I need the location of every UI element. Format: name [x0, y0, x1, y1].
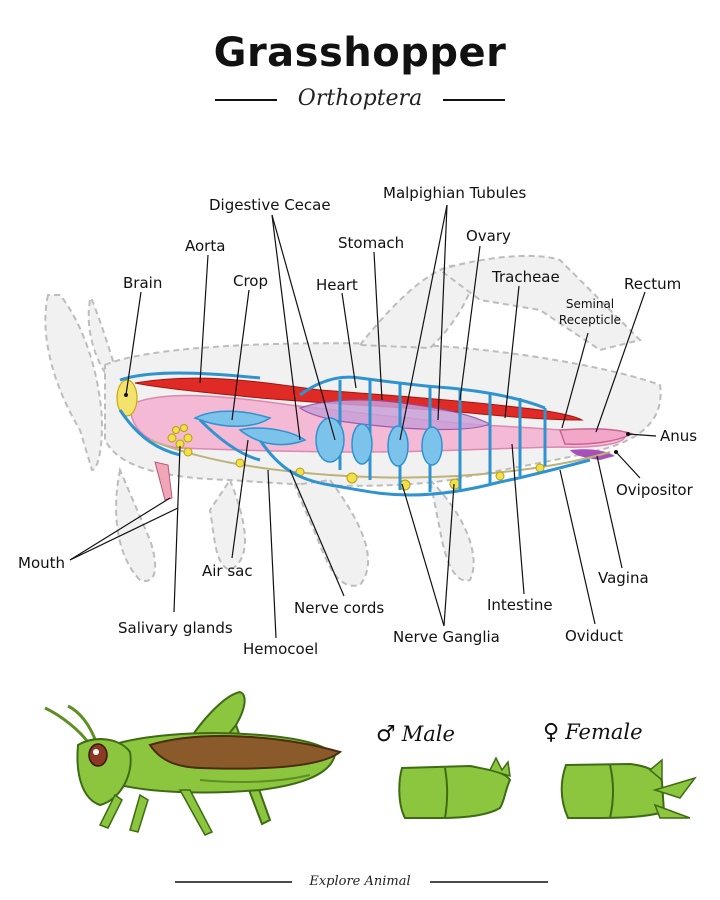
label-seminal-recepticle: Seminal Recepticle: [550, 296, 630, 328]
female-label: ♀Female: [543, 720, 643, 745]
label-tracheae: Tracheae: [492, 268, 560, 286]
nerve-cord: [149, 439, 611, 479]
label-malpighian-tubules: Malpighian Tubules: [383, 184, 527, 202]
subtitle-rule-right: [443, 99, 505, 101]
salivary-glands: [167, 424, 193, 449]
female-label-text: Female: [565, 720, 643, 744]
male-abdomen-illustration: [398, 756, 512, 819]
page-subtitle: Orthoptera: [297, 86, 423, 111]
label-hemocoel: Hemocoel: [243, 640, 319, 658]
male-label-text: Male: [401, 722, 455, 746]
page-title: Grasshopper: [213, 30, 507, 76]
label-seminal-line2: Recepticle: [558, 313, 622, 328]
male-label: ♂Male: [376, 722, 455, 747]
label-air-sac: Air sac: [202, 562, 253, 580]
grasshopper-illustration: [44, 690, 343, 836]
label-stomach: Stomach: [338, 234, 405, 252]
leader-dots: [124, 393, 630, 454]
label-brain: Brain: [123, 274, 163, 292]
label-vagina: Vagina: [598, 569, 649, 587]
leader-lines: [69, 204, 657, 639]
label-ovary: Ovary: [466, 227, 511, 245]
label-heart: Heart: [316, 276, 358, 294]
tracheal-system: [118, 371, 591, 497]
male-symbol-icon: ♂: [376, 722, 396, 747]
label-nerve-ganglia: Nerve Ganglia: [393, 628, 500, 646]
label-seminal-line1: Seminal: [565, 297, 615, 311]
mouthparts: [154, 461, 173, 501]
subtitle-rule-left: [215, 99, 277, 101]
heart-aorta: [134, 377, 584, 421]
label-mouth: Mouth: [18, 554, 66, 572]
label-salivary-glands: Salivary glands: [118, 619, 233, 637]
label-rectum: Rectum: [624, 275, 682, 293]
label-anus: Anus: [660, 427, 698, 445]
label-digestive-cecae: Digestive Cecae: [209, 196, 331, 214]
label-crop: Crop: [233, 272, 269, 290]
label-ovipositor: Ovipositor: [616, 481, 693, 499]
brain: [116, 379, 138, 417]
female-abdomen-illustration: [560, 758, 697, 819]
label-nerve-cords: Nerve cords: [294, 599, 385, 617]
label-oviduct: Oviduct: [565, 627, 624, 645]
label-aorta: Aorta: [185, 237, 226, 255]
ovipositor-organ: [570, 449, 615, 460]
female-symbol-icon: ♀: [543, 720, 560, 745]
footer-credit: Explore Animal: [309, 874, 411, 889]
label-intestine: Intestine: [487, 596, 553, 614]
